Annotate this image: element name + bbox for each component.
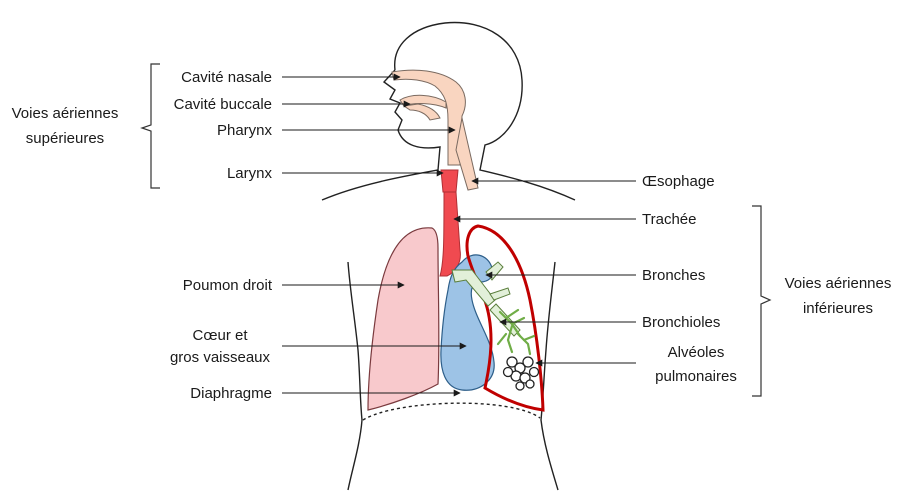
bracket-lower: [752, 206, 770, 396]
right-lung: [368, 228, 439, 410]
label-poumon-droit: Poumon droit: [183, 277, 273, 294]
label-pharynx: Pharynx: [217, 122, 273, 139]
label-oesophage: Œsophage: [642, 173, 715, 190]
label-cavite-buccale: Cavité buccale: [174, 96, 272, 113]
bracket-upper: [142, 64, 160, 188]
label-bronchioles: Bronchioles: [642, 314, 720, 331]
label-alveoles-2: pulmonaires: [655, 368, 737, 385]
label-trachee: Trachée: [642, 211, 696, 228]
label-alveoles-1: Alvéoles: [668, 344, 725, 361]
label-coeur-1: Cœur et: [192, 327, 248, 344]
label-voies-inferieures-2: inférieures: [803, 300, 873, 317]
label-bronches: Bronches: [642, 267, 705, 284]
label-voies-superieures-1: Voies aériennes: [12, 105, 119, 122]
alveoli: [504, 357, 539, 390]
label-voies-superieures-2: supérieures: [26, 130, 104, 147]
larynx-trachea: [440, 170, 460, 276]
label-larynx: Larynx: [227, 165, 273, 182]
label-cavite-nasale: Cavité nasale: [181, 69, 272, 86]
label-coeur-2: gros vaisseaux: [170, 349, 271, 366]
label-diaphragme: Diaphragme: [190, 385, 272, 402]
label-voies-inferieures-1: Voies aériennes: [785, 275, 892, 292]
